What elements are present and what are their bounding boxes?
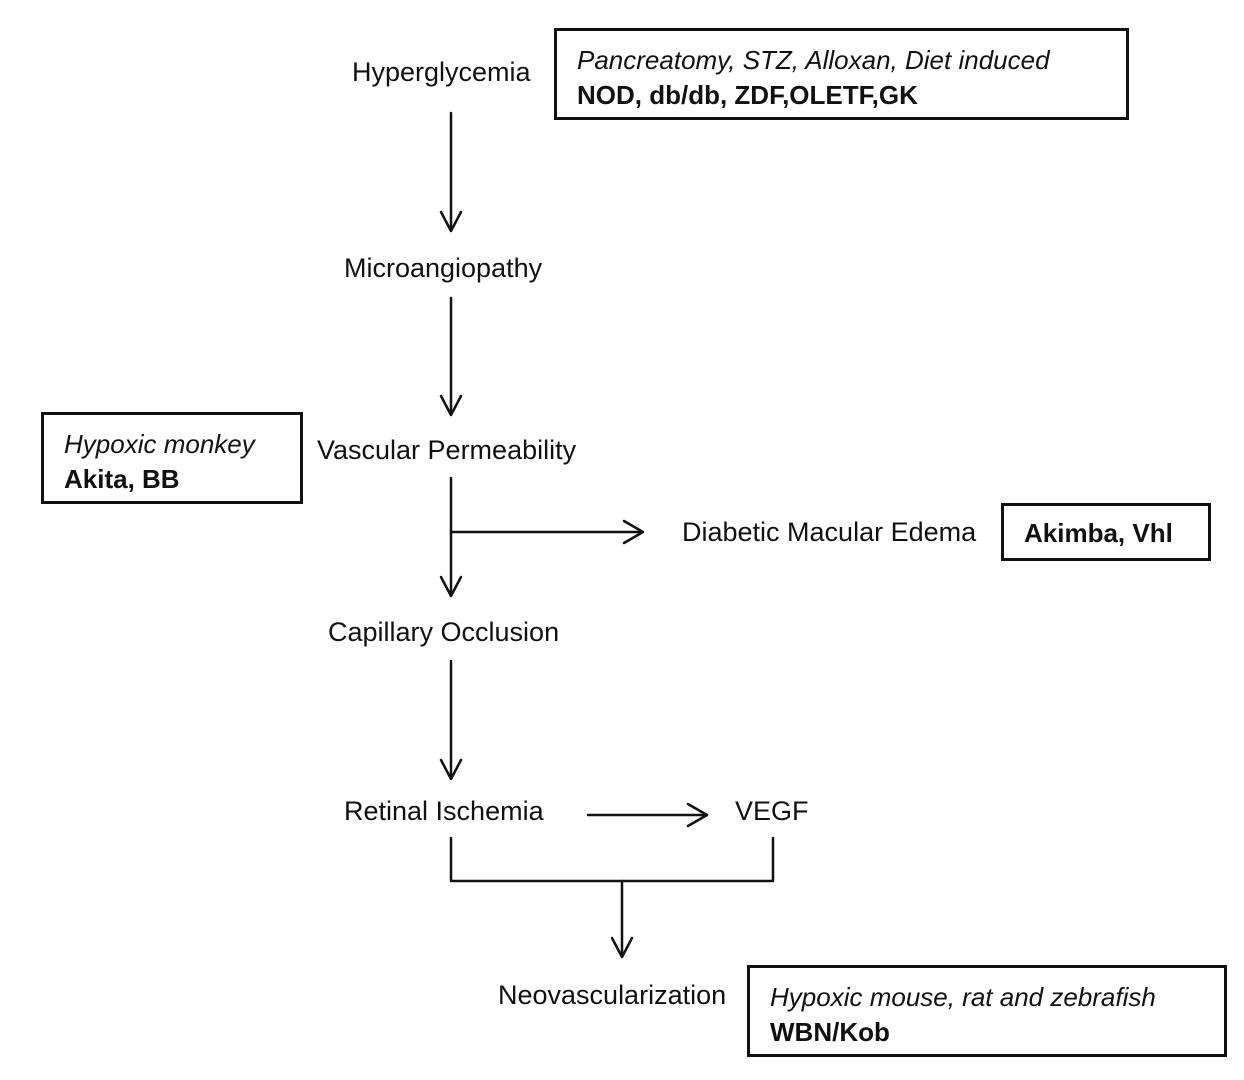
induced-models-vascular-permeability: Hypoxic monkey	[64, 429, 255, 459]
induced-models-hyperglycemia: Pancreatomy, STZ, Alloxan, Diet induced	[577, 45, 1050, 75]
induced-models-neovascularization: Hypoxic mouse, rat and zebrafish	[770, 982, 1156, 1012]
node-vegf: VEGF	[735, 796, 809, 826]
node-retinal-ischemia: Retinal Ischemia	[344, 796, 544, 826]
node-diabetic-macular-edema: Diabetic Macular Edema	[682, 517, 977, 547]
arrow-retinal-ischemia-to-vegf	[586, 802, 709, 828]
models-box-vascular-permeability: Hypoxic monkey Akita, BB	[41, 412, 303, 504]
arrow-to-diabetic-macular-edema	[449, 519, 645, 545]
arrow-microangiopathy-to-vascular-permeability	[439, 296, 463, 417]
node-hyperglycemia: Hyperglycemia	[352, 57, 531, 87]
models-box-neovascularization: Hypoxic mouse, rat and zebrafish WBN/Kob	[747, 965, 1227, 1057]
node-capillary-occlusion: Capillary Occlusion	[328, 617, 560, 647]
arrow-to-neovascularization	[610, 879, 634, 959]
strain-models-diabetic-macular-edema: Akimba, Vhl	[1024, 518, 1173, 548]
arrow-vascular-permeability-to-capillary-occlusion	[439, 476, 463, 598]
strain-models-hyperglycemia: NOD, db/db, ZDF,OLETF,GK	[577, 80, 918, 110]
arrow-hyperglycemia-to-microangiopathy	[439, 111, 463, 233]
models-box-hyperglycemia: Pancreatomy, STZ, Alloxan, Diet induced …	[554, 28, 1129, 120]
strain-models-neovascularization: WBN/Kob	[770, 1017, 890, 1047]
node-microangiopathy: Microangiopathy	[344, 253, 543, 283]
bracket-ischemia-vegf	[449, 836, 775, 883]
strain-models-vascular-permeability: Akita, BB	[64, 464, 180, 494]
arrow-capillary-occlusion-to-retinal-ischemia	[439, 659, 463, 781]
models-box-diabetic-macular-edema: Akimba, Vhl	[1001, 503, 1211, 561]
node-neovascularization: Neovascularization	[498, 980, 727, 1010]
node-vascular-permeability: Vascular Permeability	[317, 435, 577, 465]
